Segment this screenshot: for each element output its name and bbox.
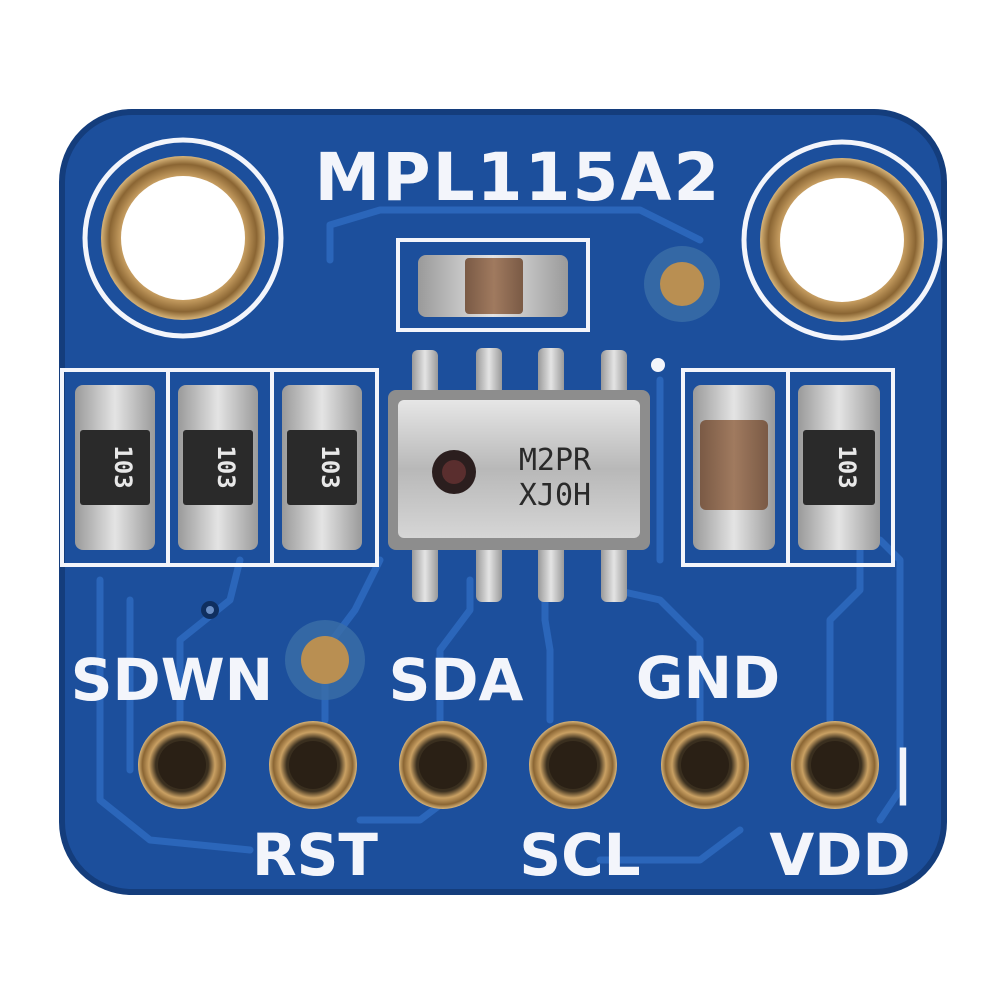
label-vdd: VDD (769, 821, 910, 889)
pin-hole-scl (529, 721, 617, 809)
resistor-r3: 103 (282, 385, 362, 550)
label-sda: SDA (389, 646, 524, 714)
pin-hole-vdd (791, 721, 879, 809)
via-left (285, 620, 365, 700)
label-gnd: GND (636, 644, 780, 712)
resistor-r3-code: 103 (316, 445, 344, 488)
pin-hole-gnd (661, 721, 749, 809)
top-capacitor (396, 238, 590, 332)
chip-marking-line2: XJ0H (519, 478, 591, 513)
mounting-hole-right (741, 139, 943, 341)
resistor-r4: 103 (798, 385, 880, 550)
resistor-r1-code: 103 (109, 445, 137, 488)
resistor-r1: 103 (75, 385, 155, 550)
board-title: MPL115A2 (315, 139, 722, 216)
resistor-r2-code: 103 (212, 445, 240, 488)
pin1-dot (651, 358, 665, 372)
chip-marking-line1: M2PR (519, 443, 592, 478)
pin-hole-rst (269, 721, 357, 809)
pin-hole-sda (399, 721, 487, 809)
mounting-hole-left (82, 137, 284, 339)
via-small (201, 601, 219, 619)
via-top-right (644, 246, 720, 322)
resistor-r4-code: 103 (833, 445, 861, 488)
pin1-marker: | (892, 738, 913, 806)
label-scl: SCL (519, 821, 640, 889)
right-capacitor (693, 385, 775, 550)
resistor-r2: 103 (178, 385, 258, 550)
pin-hole-sdwn (138, 721, 226, 809)
component-group-right (681, 368, 895, 567)
label-rst: RST (252, 821, 378, 889)
sensor-chip: M2PR XJ0H (388, 348, 650, 602)
resistor-group-left (60, 368, 379, 567)
label-sdwn: SDWN (71, 646, 273, 714)
